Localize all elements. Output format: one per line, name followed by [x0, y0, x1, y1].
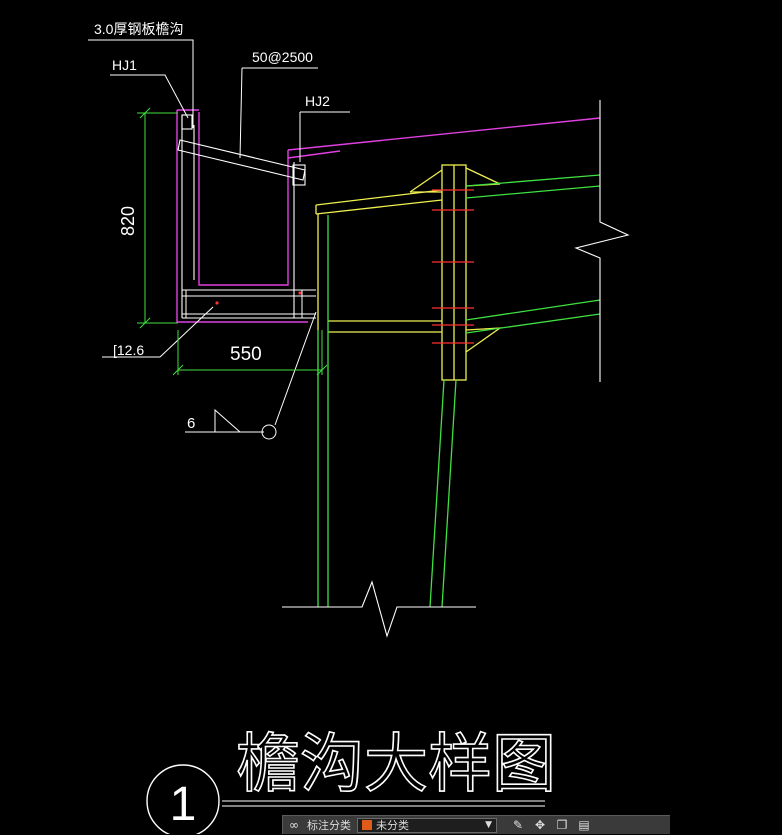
gutter-outline — [176, 109, 601, 323]
steel-frame-yellow — [315, 164, 503, 381]
dimension-550 — [172, 330, 328, 376]
label-dim-height: 820 — [118, 206, 138, 236]
break-lines — [222, 100, 630, 807]
label-channel: [12.6 — [113, 342, 144, 358]
dimension-820 — [137, 107, 178, 329]
label-hj1: HJ1 — [112, 57, 137, 73]
channel-mark-2 — [298, 291, 302, 295]
gutter-inner-lines — [177, 114, 316, 319]
weld-circle — [261, 424, 277, 440]
link-icon[interactable]: ∞ — [289, 818, 299, 832]
label-hj2: HJ2 — [305, 93, 330, 109]
bolt-marks — [432, 189, 474, 344]
channel-ribs — [185, 290, 303, 318]
label-dim-width: 550 — [230, 344, 262, 365]
category-select[interactable]: 未分类 ▼ — [357, 817, 497, 833]
copy-icon[interactable]: ❐ — [556, 818, 568, 832]
category-label: 标注分类 — [307, 819, 351, 832]
detail-bubble — [146, 764, 220, 834]
drawing-title: 檐沟大样图 — [236, 728, 556, 802]
label-weld-size: 6 — [187, 415, 195, 432]
clipboard-icon[interactable]: ▤ — [578, 818, 590, 832]
steel-frame-green — [317, 174, 601, 608]
label-spacing: 50@2500 — [252, 49, 313, 65]
label-gutter: 3.0厚钢板檐沟 — [94, 21, 183, 37]
edit-icon[interactable]: ✎ — [512, 818, 524, 832]
category-color-swatch — [362, 820, 372, 830]
move-icon[interactable]: ✥ — [534, 818, 546, 832]
category-value: 未分类 — [376, 819, 409, 832]
annotation-toolbar: ∞ 标注分类 未分类 ▼ ✎ ✥ ❐ ▤ — [282, 815, 670, 834]
chevron-down-icon: ▼ — [485, 820, 492, 830]
leader-lines — [88, 39, 350, 433]
detail-number: 1 — [170, 778, 197, 831]
channel-mark — [215, 301, 219, 305]
